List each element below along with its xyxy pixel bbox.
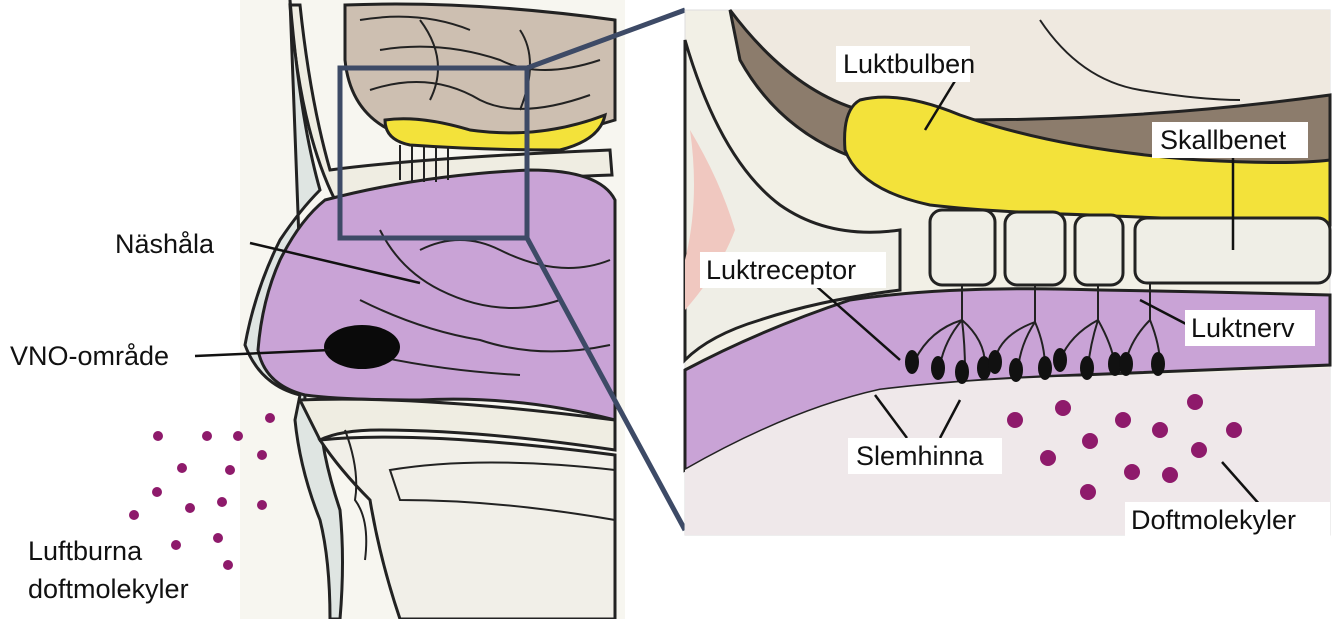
brain (345, 4, 615, 138)
label-bulb: Luktbulben (843, 49, 975, 79)
vno-spot (324, 325, 400, 369)
label-airborne-2: doftmolekyler (28, 574, 189, 604)
label-nerve: Luktnerv (1191, 313, 1295, 343)
label-skull: Skallbenet (1160, 125, 1287, 155)
label-receptor: Luktreceptor (706, 255, 856, 285)
head-section (129, 0, 685, 619)
label-odor: Doftmolekyler (1131, 505, 1296, 535)
label-airborne-1: Luftburna (28, 536, 143, 566)
label-vno: VNO-område (10, 341, 169, 371)
label-nasal-cavity: Näshåla (115, 229, 215, 259)
label-mucosa: Slemhinna (856, 441, 985, 471)
